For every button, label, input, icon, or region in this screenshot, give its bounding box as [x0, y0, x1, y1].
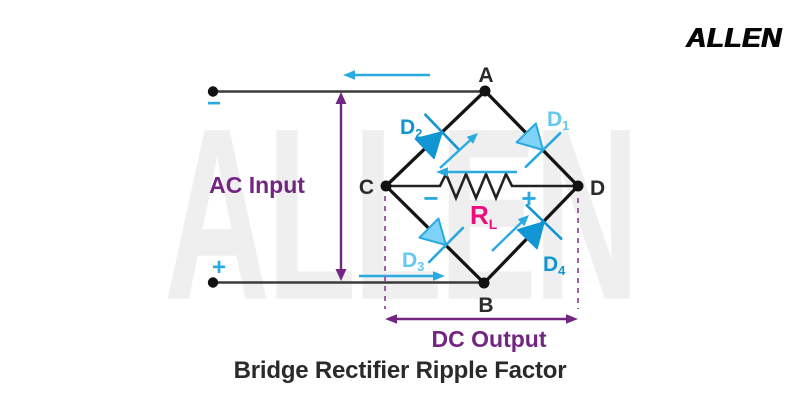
load-resistor-symbol: R	[470, 200, 489, 230]
diode-d2-subscript: 2	[415, 126, 422, 141]
current-arrow-through-load	[436, 167, 517, 177]
current-arrow-bottom-right	[359, 271, 445, 281]
diode-d2-symbol: D	[400, 116, 415, 139]
ac-input-label: AC Input	[209, 172, 305, 198]
load-resistor-zigzag	[386, 170, 578, 202]
diode-d4-subscript: 4	[558, 263, 566, 278]
current-arrow-d4-line	[491, 221, 523, 252]
terminal-top-dot	[207, 86, 219, 97]
diode-d1-bar	[524, 131, 562, 169]
diode-d3	[418, 217, 465, 264]
diode-d1-label: D1	[547, 108, 569, 133]
dc-arrow-head-right	[566, 314, 578, 324]
diode-d4-triangle	[516, 221, 545, 250]
allen-logo: ALLEN	[686, 22, 782, 53]
load-resistor-label: RL	[470, 200, 498, 232]
diode-d3-symbol: D	[402, 249, 417, 272]
diode-d1-symbol: D	[547, 108, 562, 131]
node-d-label: D	[590, 177, 605, 200]
terminal-bottom-dot	[207, 277, 219, 288]
node-b-label: B	[478, 294, 493, 317]
node-d-dot	[572, 180, 584, 192]
current-arrow-d4-head	[517, 215, 529, 227]
diode-d2-label: D2	[400, 116, 422, 141]
terminal-minus-label: −	[207, 90, 221, 117]
current-arrow-top-head	[343, 70, 355, 80]
dc-output-arrow	[385, 314, 578, 324]
load-resistor-subscript: L	[489, 216, 498, 232]
load-minus-label: −	[423, 183, 438, 213]
diode-d4	[516, 203, 563, 250]
diode-d3-triangle	[418, 217, 447, 246]
load-plus-label: +	[521, 183, 536, 213]
current-arrow-bottom-head	[433, 271, 445, 281]
terminal-plus-label: +	[212, 254, 226, 281]
current-arrow-load-head	[436, 167, 448, 177]
diode-d2	[414, 113, 460, 160]
diode-d4-bar	[525, 203, 563, 241]
dc-output-label: DC Output	[432, 326, 547, 352]
current-arrow-top-left	[343, 70, 430, 80]
node-c-label: C	[359, 176, 374, 199]
ac-arrow-head-up	[335, 92, 347, 104]
diode-d3-bar	[427, 226, 465, 264]
node-a-label: A	[478, 64, 493, 87]
diode-d4-label: D4	[543, 253, 566, 278]
ac-input-arrow	[335, 92, 347, 281]
dc-arrow-head-left	[385, 314, 397, 324]
diode-d3-label: D3	[402, 249, 424, 274]
diode-d2-triangle	[414, 131, 443, 160]
ac-arrow-head-down	[335, 269, 347, 281]
current-arrow-d2-line	[439, 139, 471, 169]
current-arrow-d2-head	[466, 133, 478, 144]
diagram-title: Bridge Rectifier Ripple Factor	[233, 357, 567, 384]
diode-d3-subscript: 3	[417, 259, 424, 274]
diode-d2-bar	[424, 113, 460, 151]
current-arrow-d4-branch	[491, 215, 529, 252]
diode-d1	[515, 122, 562, 169]
node-a-dot	[479, 85, 491, 97]
current-arrow-d2-branch	[439, 133, 478, 169]
diode-d1-subscript: 1	[562, 118, 569, 133]
diode-d4-symbol: D	[543, 253, 558, 276]
node-c-dot	[380, 180, 392, 192]
node-b-dot	[478, 277, 490, 289]
diode-d1-triangle	[515, 122, 544, 151]
